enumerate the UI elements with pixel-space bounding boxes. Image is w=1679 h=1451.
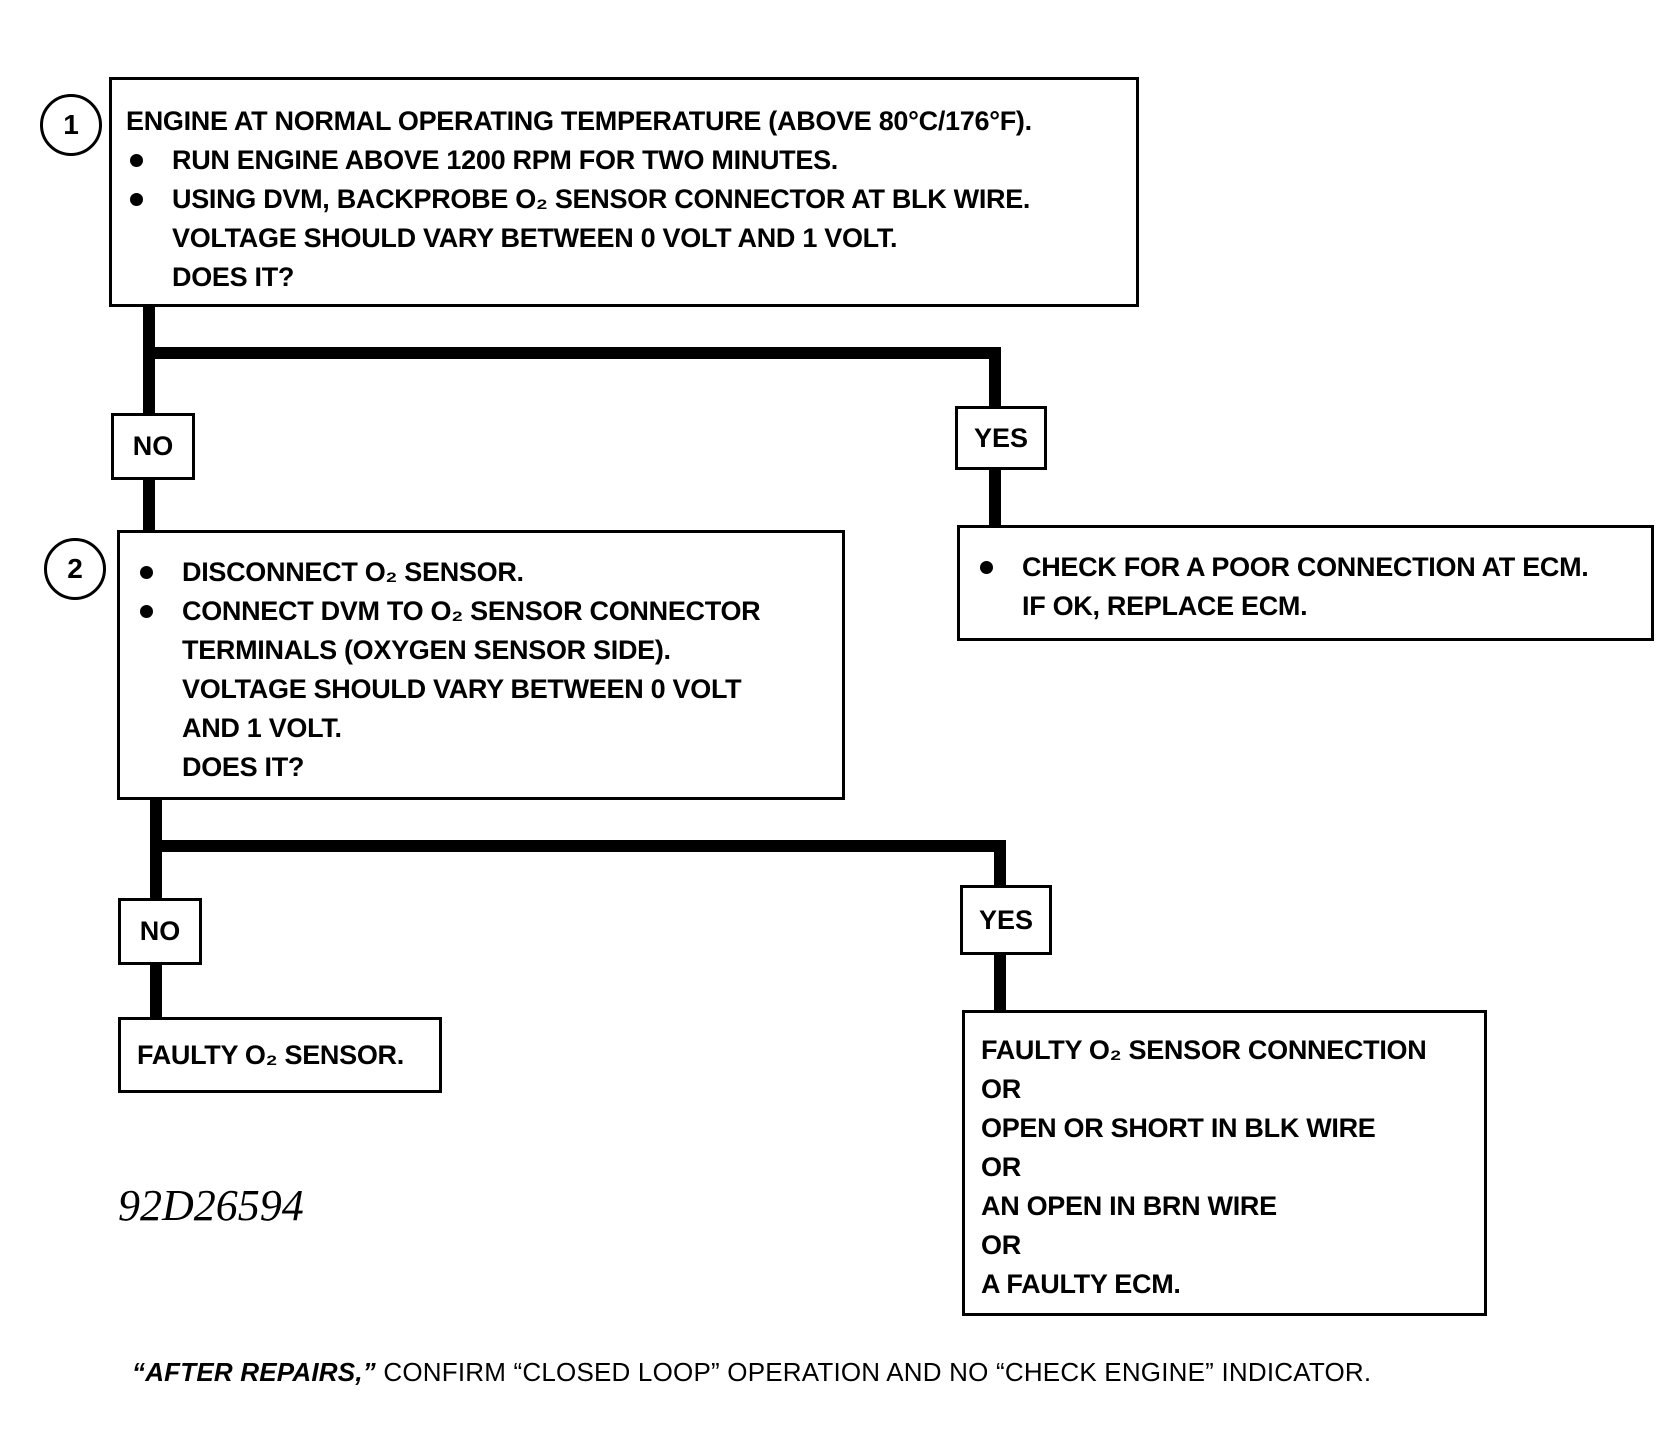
step2-question: DOES IT? — [182, 752, 305, 782]
yes-label-2: YES — [960, 885, 1052, 955]
step-marker-2: 2 — [44, 538, 106, 600]
step2-terminals: TERMINALS (OXYGEN SENSOR SIDE). — [182, 635, 671, 665]
yes2-or-3: OR — [981, 1230, 1021, 1260]
yes2-cause-ecm: A FAULTY ECM. — [981, 1269, 1181, 1299]
yes1-check-connection: CHECK FOR A POOR CONNECTION AT ECM. — [980, 548, 1641, 587]
yes1-replace-ecm: IF OK, REPLACE ECM. — [1022, 591, 1308, 621]
step1-box: ENGINE AT NORMAL OPERATING TEMPERATURE (… — [109, 77, 1139, 307]
footer-text: CONFIRM “CLOSED LOOP” OPERATION AND NO “… — [375, 1357, 1372, 1387]
connector-step1-branch — [143, 299, 1001, 419]
yes-label-1: YES — [955, 406, 1047, 470]
connector-step2-branch — [150, 791, 1006, 904]
no-label-2: NO — [118, 898, 202, 965]
no2-result-box: FAULTY O₂ SENSOR. — [118, 1017, 442, 1093]
footer-emphasis: “AFTER REPAIRS,” — [132, 1357, 376, 1387]
no-label-1: NO — [111, 413, 195, 480]
step2-expected-voltage: VOLTAGE SHOULD VARY BETWEEN 0 VOLT — [182, 674, 742, 704]
step2-expected-voltage-cont: AND 1 VOLT. — [182, 713, 342, 743]
yes2-cause-brn-wire: AN OPEN IN BRN WIRE — [981, 1191, 1277, 1221]
step1-condition: ENGINE AT NORMAL OPERATING TEMPERATURE (… — [126, 106, 1032, 136]
yes2-cause-connection: FAULTY O₂ SENSOR CONNECTION — [981, 1035, 1427, 1065]
step1-question: DOES IT? — [172, 262, 295, 292]
step2-instruction-connect-dvm: CONNECT DVM TO O₂ SENSOR CONNECTOR — [140, 592, 832, 631]
yes1-result-box: CHECK FOR A POOR CONNECTION AT ECM. IF O… — [957, 525, 1654, 641]
yes2-or-2: OR — [981, 1152, 1021, 1182]
yes2-cause-blk-wire: OPEN OR SHORT IN BLK WIRE — [981, 1113, 1376, 1143]
step-marker-1: 1 — [40, 94, 102, 156]
yes2-result-box: FAULTY O₂ SENSOR CONNECTION OR OPEN OR S… — [962, 1010, 1487, 1316]
figure-id: 92D26594 — [118, 1181, 304, 1230]
step2-box: DISCONNECT O₂ SENSOR. CONNECT DVM TO O₂ … — [117, 530, 845, 800]
no2-faulty-sensor: FAULTY O₂ SENSOR. — [137, 1040, 404, 1070]
step1-expected-voltage: VOLTAGE SHOULD VARY BETWEEN 0 VOLT AND 1… — [172, 223, 898, 253]
step1-instruction-rpm: RUN ENGINE ABOVE 1200 RPM FOR TWO MINUTE… — [130, 141, 1126, 180]
yes2-or-1: OR — [981, 1074, 1021, 1104]
step2-instruction-disconnect: DISCONNECT O₂ SENSOR. — [140, 553, 832, 592]
footer-note: “AFTER REPAIRS,” CONFIRM “CLOSED LOOP” O… — [132, 1357, 1371, 1388]
step1-instruction-backprobe: USING DVM, BACKPROBE O₂ SENSOR CONNECTOR… — [130, 180, 1126, 219]
